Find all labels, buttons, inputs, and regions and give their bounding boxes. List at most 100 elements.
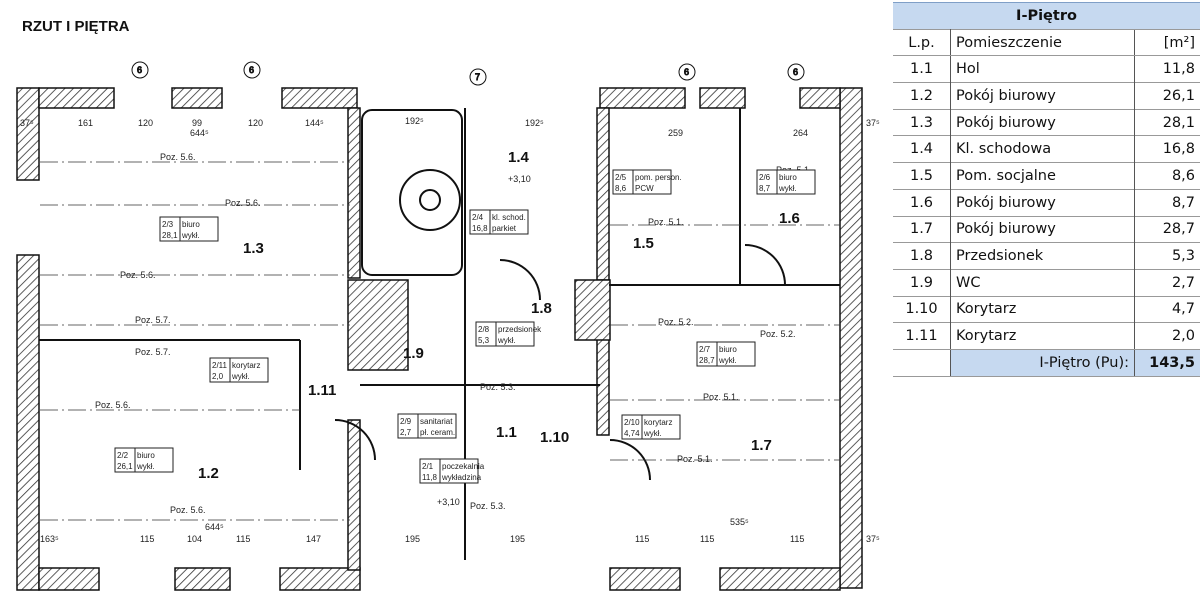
row-room: Korytarz bbox=[950, 322, 1135, 350]
row-area: 2,7 bbox=[1134, 268, 1200, 297]
outer-walls bbox=[16, 87, 863, 591]
row-area: 28,1 bbox=[1134, 108, 1200, 136]
tag-text: pom. person. bbox=[635, 173, 682, 182]
tag-text: wykł. bbox=[718, 356, 737, 365]
tag-text: 5,3 bbox=[478, 336, 490, 345]
tag-box bbox=[209, 357, 269, 383]
room-label: 1.3 bbox=[243, 240, 264, 257]
annotation: Poz. 5.7. bbox=[135, 315, 171, 325]
tag-text: wykł. bbox=[231, 372, 250, 381]
tag-text: wykł. bbox=[497, 336, 516, 345]
row-room: Pokój biurowy bbox=[950, 108, 1135, 136]
row-lp: 1.5 bbox=[893, 162, 951, 190]
dimension: 644⁵ bbox=[190, 128, 209, 138]
dimension: 115 bbox=[635, 534, 649, 544]
tag-text: poczekalnia bbox=[442, 462, 485, 471]
dimension: 147 bbox=[306, 534, 321, 544]
dimensions-bottom: 163⁵ 115 104 115 147 195 195 115 115 115… bbox=[40, 517, 880, 544]
tag-text: 2/9 bbox=[400, 417, 412, 426]
dimension: 264 bbox=[793, 128, 808, 138]
room-label: 1.10 bbox=[540, 429, 569, 446]
annotation: Poz. 5.3. bbox=[480, 382, 516, 392]
annotation: Poz. 5.3. bbox=[470, 501, 506, 511]
tag-text: pł. ceram. bbox=[420, 428, 455, 437]
dimension: 115 bbox=[790, 534, 804, 544]
dimensions-top: 37⁵ 161 120 99 120 144⁵ 644⁵ 192⁵ 192⁵ 2… bbox=[20, 116, 880, 138]
axis-mark: 7 bbox=[475, 72, 480, 82]
row-lp: 1.7 bbox=[893, 215, 951, 243]
tag-text: 28,7 bbox=[699, 356, 715, 365]
room-labels: 1.1 1.2 1.3 1.4 1.5 1.6 1.7 1.8 1.9 1.10… bbox=[198, 149, 800, 482]
row-lp: 1.11 bbox=[893, 322, 951, 350]
tag-box bbox=[612, 169, 672, 195]
annotation: Poz. 5.1. bbox=[703, 392, 739, 402]
dimension: 99 bbox=[192, 118, 202, 128]
tag-text: 8,7 bbox=[759, 184, 771, 193]
table-header: L.p. Pomieszczenie [m²] bbox=[893, 28, 1200, 57]
room-label: 1.1 bbox=[496, 424, 517, 441]
tag-box bbox=[397, 413, 457, 439]
tag-text: 2/5 bbox=[615, 173, 627, 182]
room-label: 1.11 bbox=[308, 382, 336, 399]
row-lp: 1.9 bbox=[893, 268, 951, 297]
dimension: 37⁵ bbox=[866, 118, 880, 128]
annotation: Poz. 5.6. bbox=[160, 152, 196, 162]
row-area: 2,0 bbox=[1134, 322, 1200, 350]
tag-text: 4,74 bbox=[624, 429, 640, 438]
row-lp: 1.6 bbox=[893, 188, 951, 216]
dimension: 37⁵ bbox=[20, 118, 34, 128]
axis-markers: 6 6 7 6 6 bbox=[131, 61, 805, 86]
tag-text: 2/2 bbox=[117, 451, 129, 460]
tag-box bbox=[621, 414, 681, 440]
dimension: 144⁵ bbox=[305, 118, 324, 128]
tag-box bbox=[756, 169, 816, 195]
interior-walls bbox=[39, 108, 840, 560]
dimension: 115 bbox=[236, 534, 250, 544]
room-label: 1.9 bbox=[403, 345, 424, 362]
dimension: 259 bbox=[668, 128, 683, 138]
axis-mark: 6 bbox=[249, 65, 254, 75]
annotation: Poz. 5.6. bbox=[95, 400, 131, 410]
dimension: 535⁵ bbox=[730, 517, 749, 527]
tag-text: przedsionek bbox=[498, 325, 542, 334]
row-area: 26,1 bbox=[1134, 82, 1200, 110]
row-room: Korytarz bbox=[950, 295, 1135, 323]
tag-text: 2,7 bbox=[400, 428, 412, 437]
annotation: Poz. 5.6. bbox=[120, 270, 156, 280]
tag-text: wykł. bbox=[643, 429, 662, 438]
annotation: Poz. 5.2. bbox=[658, 317, 694, 327]
row-area: 11,8 bbox=[1134, 55, 1200, 83]
row-lp: 1.1 bbox=[893, 55, 951, 83]
tag-text: 26,1 bbox=[117, 462, 133, 471]
row-area: 8,7 bbox=[1134, 188, 1200, 216]
dimension: 195 bbox=[510, 534, 525, 544]
tag-text: 2/3 bbox=[162, 220, 174, 229]
room-label: 1.4 bbox=[508, 149, 530, 166]
total-empty-cell bbox=[893, 348, 951, 377]
row-room: Pokój biurowy bbox=[950, 188, 1135, 216]
row-room: Kl. schodowa bbox=[950, 135, 1135, 163]
tag-text: 8,6 bbox=[615, 184, 627, 193]
tag-text: biuro bbox=[182, 220, 200, 229]
dimension: 115 bbox=[140, 534, 154, 544]
dimension: 163⁵ bbox=[40, 534, 59, 544]
dimension: 195 bbox=[405, 534, 420, 544]
floor-plan: 6 6 7 6 6 6 37⁵ 161 120 99 120 144⁵ 644⁵… bbox=[16, 61, 880, 591]
row-area: 8,6 bbox=[1134, 162, 1200, 190]
tag-text: 2,0 bbox=[212, 372, 224, 381]
dimension: 192⁵ bbox=[525, 118, 544, 128]
dimension: 120 bbox=[248, 118, 263, 128]
